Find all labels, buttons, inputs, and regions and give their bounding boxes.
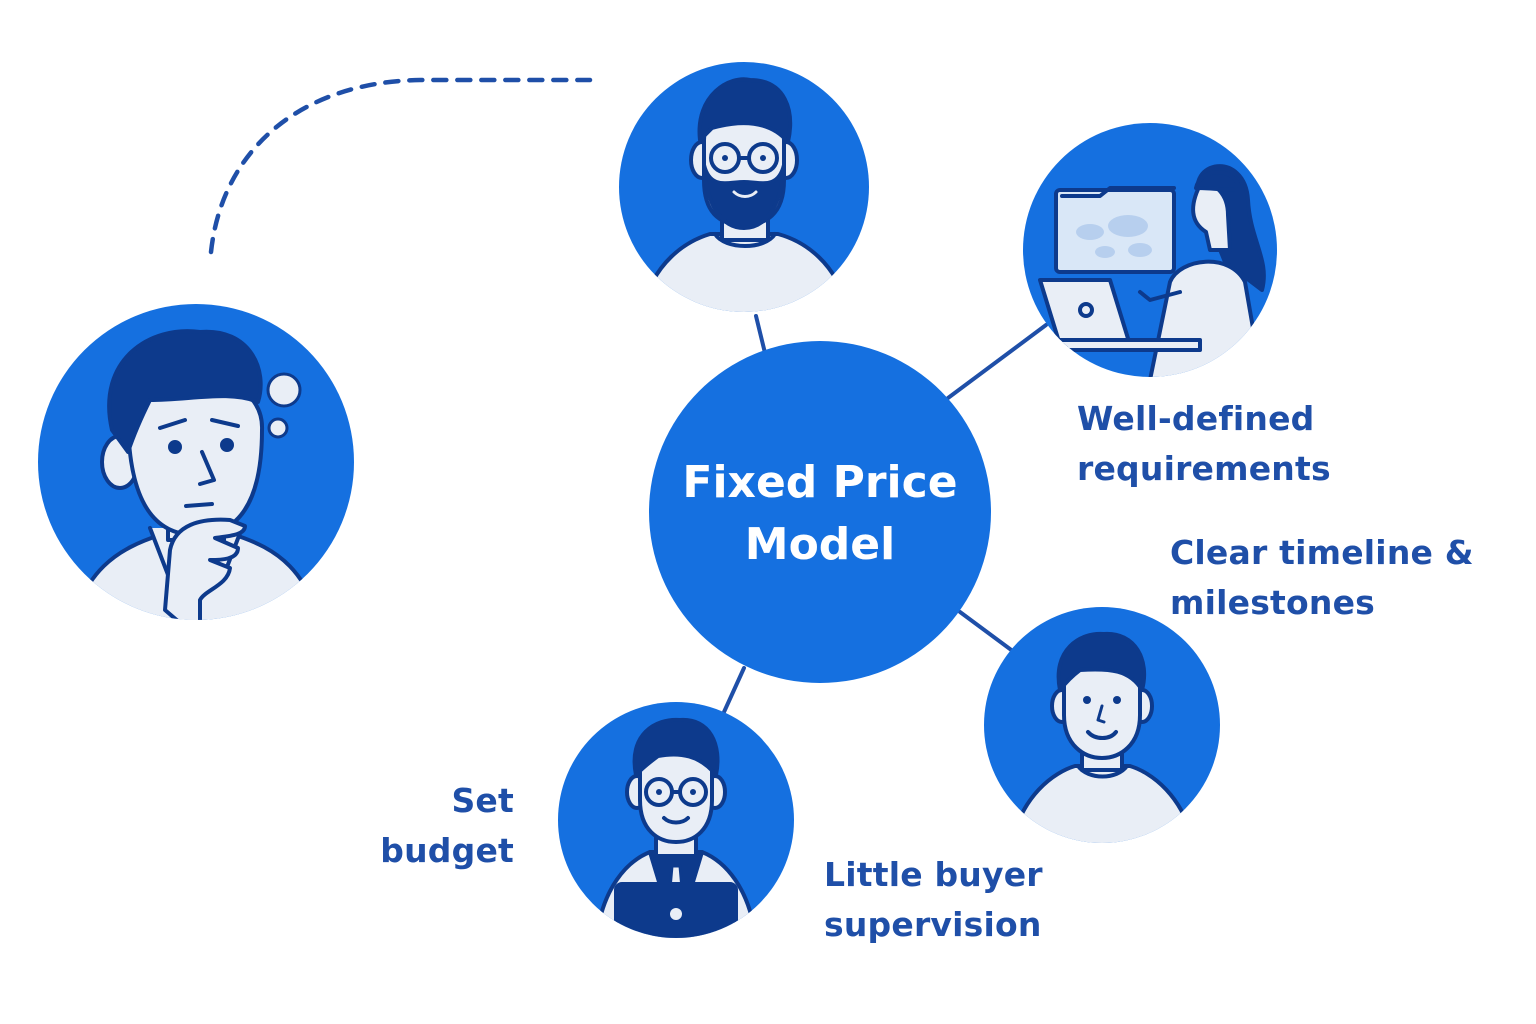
woman-laptop-icon — [1023, 123, 1277, 377]
label-clear-timeline-milestones: Clear timeline & milestones — [1170, 528, 1474, 628]
center-title-line-1: Fixed Price — [682, 457, 958, 508]
bearded-man-glasses-icon — [619, 62, 869, 312]
line-top-right — [946, 323, 1048, 400]
developer-laptop-icon — [558, 702, 794, 938]
center-title-line-2: Model — [744, 519, 896, 570]
smiling-man-icon — [984, 607, 1220, 843]
label-supervision-line-1: Little buyer — [824, 855, 1043, 894]
label-well-defined-requirements: Well-defined requirements — [1077, 394, 1331, 494]
dashed-connector — [208, 77, 593, 255]
line-right — [958, 610, 1016, 654]
line-top — [754, 314, 767, 355]
center-title: Fixed Price Model — [650, 452, 990, 576]
label-set-budget: Set budget — [380, 776, 514, 876]
label-supervision-line-2: supervision — [824, 905, 1042, 944]
label-timeline-line-2: milestones — [1170, 583, 1375, 622]
label-little-buyer-supervision: Little buyer supervision — [824, 850, 1043, 950]
connector-lines — [722, 314, 1048, 714]
center-circle — [649, 341, 991, 683]
label-timeline-line-1: Clear timeline & — [1170, 533, 1474, 572]
label-requirements-line-2: requirements — [1077, 449, 1331, 488]
label-budget-line-1: Set — [451, 781, 514, 820]
label-budget-line-2: budget — [380, 831, 514, 870]
line-bottom — [722, 666, 746, 714]
thinking-person-icon — [38, 304, 354, 620]
label-requirements-line-1: Well-defined — [1077, 399, 1315, 438]
